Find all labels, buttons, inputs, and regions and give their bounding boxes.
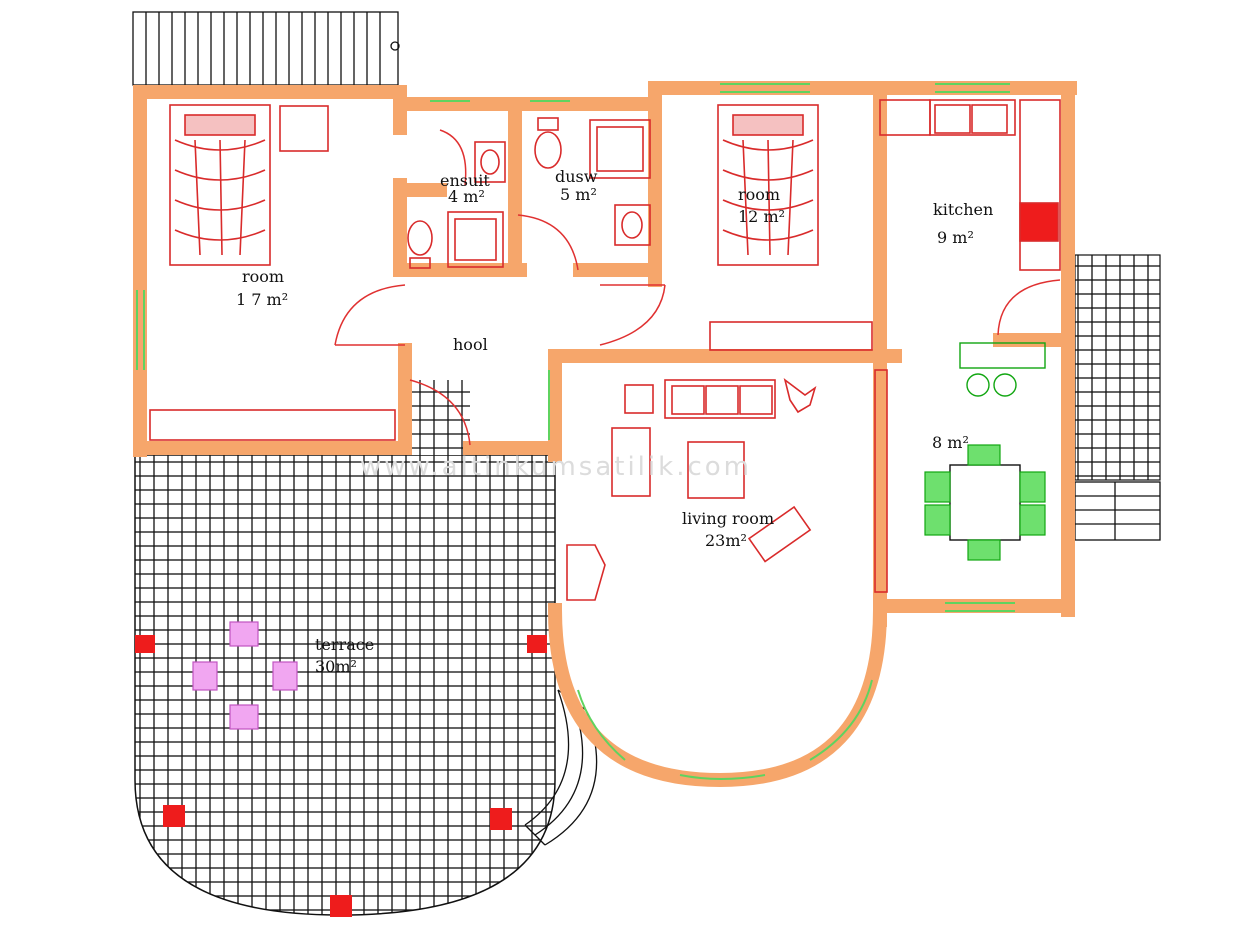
kitchen-name: kitchen [933, 200, 993, 219]
room2-name: room [738, 185, 780, 204]
top-railing [132, 11, 400, 86]
dining-set [924, 342, 1046, 561]
windows [136, 83, 1015, 780]
dusw-area: 5 m² [560, 185, 597, 204]
living-area: 23m² [705, 531, 747, 550]
hool-name: hool [453, 335, 488, 354]
kitchen-area: 9 m² [937, 228, 974, 247]
side-steps [1074, 481, 1161, 541]
living-name: living room [682, 509, 774, 528]
ensuit-area: 4 m² [448, 187, 485, 206]
terrace-posts [135, 635, 547, 917]
room1-area: 1 7 m² [236, 290, 288, 309]
room1-name: room [242, 267, 284, 286]
living-furniture [566, 378, 817, 601]
terrace-name: terrace [315, 635, 374, 654]
terrace-area-label: 30m² [315, 657, 357, 676]
bed-room-1 [169, 104, 271, 266]
ensuit-name: ensuit [440, 171, 490, 190]
dusw-name: dusw [555, 167, 598, 186]
terrace-chairs [192, 621, 298, 730]
watermark: www.altinkumsatilik.com [360, 452, 752, 482]
doors [334, 129, 1061, 446]
side-porch-tiles [1074, 254, 1161, 481]
room2-area: 12 m² [738, 207, 785, 226]
bed-room-2 [717, 104, 819, 266]
bathroom-fixtures [407, 117, 651, 269]
cabinets [149, 99, 1061, 593]
dining-area: 8 m² [932, 433, 969, 452]
